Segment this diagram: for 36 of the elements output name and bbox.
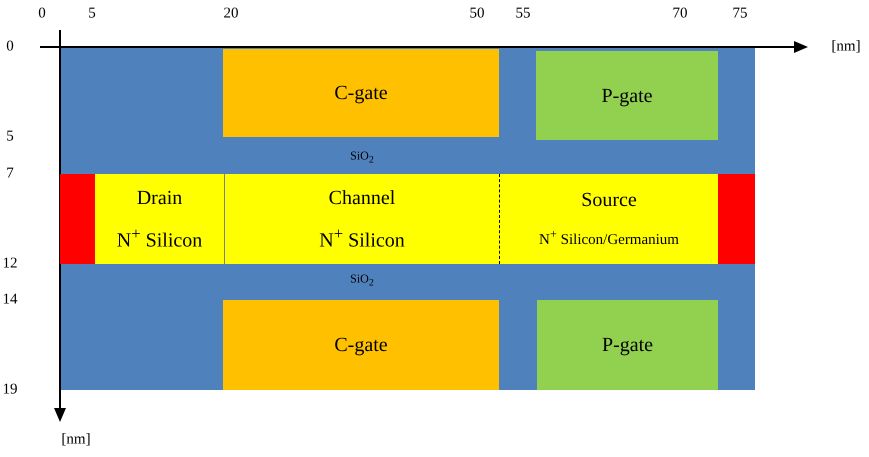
region-name: Source bbox=[581, 190, 637, 210]
tick-label: 12 bbox=[2, 256, 18, 272]
gate-block bbox=[223, 49, 499, 137]
gate-label: C-gate bbox=[334, 335, 388, 355]
tick-label: 50 bbox=[470, 6, 484, 22]
region-name: Channel bbox=[328, 188, 396, 208]
material-label: N$^{+}$ Silicon bbox=[116, 226, 202, 250]
tick-label: 0 bbox=[6, 38, 14, 56]
tick-label: 0 bbox=[38, 6, 46, 22]
gate-block bbox=[536, 51, 718, 140]
tick-label: 70 bbox=[672, 6, 688, 22]
gate-block bbox=[537, 300, 718, 390]
tick-label: 19 bbox=[2, 382, 18, 398]
tick-label: 5 bbox=[88, 6, 96, 22]
contact-box bbox=[718, 174, 755, 264]
region-block bbox=[224, 174, 499, 264]
region-block bbox=[95, 174, 224, 264]
tick-label: 5 bbox=[6, 128, 14, 146]
region-name: Drain bbox=[136, 188, 182, 208]
axis-unit: [nm] bbox=[831, 38, 861, 56]
gate-label: C-gate bbox=[334, 83, 388, 103]
tick-label: 75 bbox=[732, 6, 748, 22]
region-block bbox=[499, 174, 718, 264]
axis-unit: [nm] bbox=[61, 432, 91, 448]
gate-label: P-gate bbox=[601, 86, 653, 106]
contact-box bbox=[60, 174, 95, 264]
tick-label: 55 bbox=[516, 6, 530, 22]
tick-label: 7 bbox=[6, 166, 14, 182]
material-label: SiO$_{2}$ bbox=[350, 148, 374, 166]
tick-label: 14 bbox=[2, 292, 18, 308]
tick-label: 20 bbox=[224, 6, 238, 22]
material-label: SiO$_{2}$ bbox=[350, 271, 374, 289]
material-label: N$^{+}$ Silicon bbox=[319, 226, 405, 250]
gate-label: P-gate bbox=[602, 335, 654, 355]
material-label: N$^{+}$ Silicon/Germanium bbox=[539, 228, 679, 248]
gate-block bbox=[223, 300, 499, 390]
